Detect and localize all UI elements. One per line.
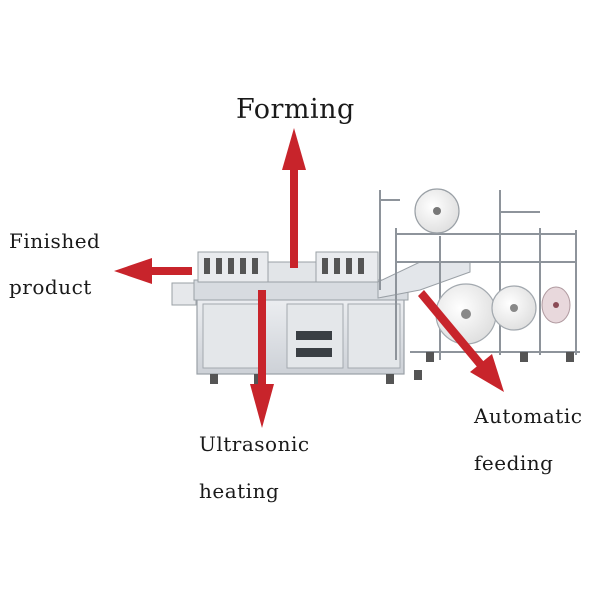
top-material-roll [414, 188, 460, 234]
label-finished-product-line2: product [9, 275, 92, 299]
label-automatic-feeding-line2: feeding [474, 451, 554, 475]
rack-feet [426, 352, 574, 362]
label-finished-product-line1: Finished [9, 229, 101, 253]
label-forming: Forming [236, 94, 355, 125]
feeding-rack [379, 190, 580, 360]
machine-body [171, 251, 471, 384]
arrow-left-icon [114, 258, 192, 284]
label-automatic-feeding-line1: Automatic [474, 404, 583, 428]
arrow-up-icon [282, 128, 306, 268]
label-ultrasonic-heating-line2: heating [199, 479, 280, 503]
arrow-down-right-icon [418, 290, 504, 392]
arrow-down-icon [250, 290, 274, 428]
label-ultrasonic-heating-line1: Ultrasonic [199, 432, 310, 456]
